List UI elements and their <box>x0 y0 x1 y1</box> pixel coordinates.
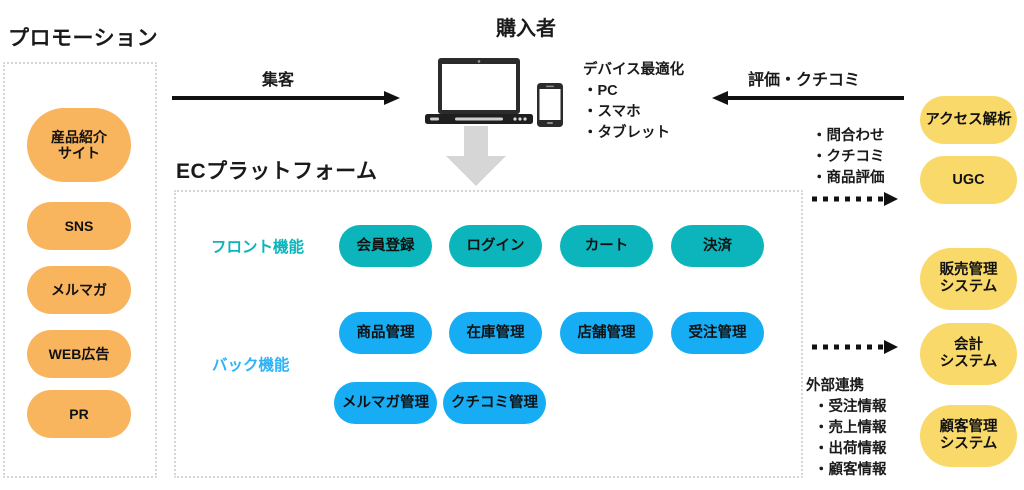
feedback-arrow-label: 評価・クチコミ <box>748 72 861 89</box>
back-group-label: バック機能 <box>212 357 290 374</box>
front-item-label: カート <box>584 237 629 254</box>
external-item-access-analytics[interactable]: アクセス解析 <box>920 96 1017 144</box>
front-item-payment[interactable]: 決済 <box>671 225 764 267</box>
promotion-item-web-ad[interactable]: WEB広告 <box>27 330 131 378</box>
feedback-item: ・商品評価 <box>812 170 885 187</box>
back-item-label: クチコミ管理 <box>451 394 538 411</box>
promotion-item-label: PR <box>69 405 89 422</box>
back-item-product-mgmt[interactable]: 商品管理 <box>339 312 432 354</box>
promotion-item-sns[interactable]: SNS <box>27 202 131 250</box>
external-item-label: アクセス解析 <box>925 111 1012 128</box>
back-item-label: 商品管理 <box>356 324 415 341</box>
front-item-signup[interactable]: 会員登録 <box>339 225 432 267</box>
buyer-title: 購入者 <box>496 18 556 40</box>
external-note-item: ・売上情報 <box>814 420 887 437</box>
feedback-item: ・問合わせ <box>812 128 885 144</box>
external-note-item: ・受注情報 <box>814 399 887 416</box>
external-item-sales-mgmt-system[interactable]: 販売管理 システム <box>920 248 1017 310</box>
promotion-title: プロモーション <box>8 27 159 50</box>
external-item-label: 販売管理 システム <box>939 262 998 295</box>
external-item-crm-system[interactable]: 顧客管理 システム <box>920 405 1017 467</box>
back-item-label: 受注管理 <box>688 324 747 341</box>
back-item-label: 在庫管理 <box>466 324 525 341</box>
back-item-order-mgmt[interactable]: 受注管理 <box>671 312 764 354</box>
promotion-item-pr[interactable]: PR <box>27 390 131 438</box>
external-note-item: ・出荷情報 <box>814 441 887 458</box>
promotion-item-label: WEB広告 <box>48 345 110 362</box>
back-item-label: 店舗管理 <box>577 324 636 341</box>
promotion-item-product-site[interactable]: 産品紹介 サイト <box>27 108 131 182</box>
front-group-label: フロント機能 <box>211 239 305 256</box>
promotion-item-label: メルマガ <box>51 281 107 298</box>
down-arrow-icon <box>440 126 512 188</box>
external-item-ugc[interactable]: UGC <box>920 156 1017 204</box>
inbound-arrow <box>172 90 400 106</box>
device-note-item: ・PC <box>583 83 618 100</box>
external-note-title: 外部連携 <box>806 378 864 394</box>
back-item-store-mgmt[interactable]: 店舗管理 <box>560 312 653 354</box>
external-note-item: ・顧客情報 <box>814 462 887 479</box>
device-optimization-note: デバイス最適化 ・PC ・スマホ ・タブレット <box>583 60 684 144</box>
feedback-arrow <box>712 90 904 106</box>
external-item-label: 顧客管理 システム <box>939 419 998 452</box>
inbound-arrow-label: 集客 <box>262 72 295 89</box>
front-item-label: 会員登録 <box>356 237 415 254</box>
external-item-label: 会計 システム <box>939 337 998 370</box>
back-item-mailmag-mgmt[interactable]: メルマガ管理 <box>334 382 437 424</box>
front-item-login[interactable]: ログイン <box>449 225 542 267</box>
platform-title: ECプラットフォーム <box>176 160 378 183</box>
front-item-label: 決済 <box>703 237 732 254</box>
laptop-icon <box>425 58 533 126</box>
promotion-item-label: 産品紹介 サイト <box>51 128 107 161</box>
device-note-item: ・タブレット <box>583 125 670 142</box>
promotion-item-mailmag[interactable]: メルマガ <box>27 266 131 314</box>
platform-container <box>174 190 803 478</box>
front-item-label: ログイン <box>466 237 525 254</box>
feedback-items: ・問合わせ ・クチコミ ・商品評価 <box>812 126 885 189</box>
external-item-accounting-system[interactable]: 会計 システム <box>920 323 1017 385</box>
back-item-label: メルマガ管理 <box>342 394 429 411</box>
device-note-item: ・スマホ <box>583 104 641 121</box>
dotted-arrow-upper <box>812 192 898 206</box>
front-item-cart[interactable]: カート <box>560 225 653 267</box>
feedback-item: ・クチコミ <box>812 149 885 166</box>
dotted-arrow-lower <box>812 340 898 354</box>
promotion-item-label: SNS <box>64 217 94 234</box>
device-note-title: デバイス最適化 <box>583 62 685 78</box>
external-item-label: UGC <box>952 171 985 188</box>
promotion-container <box>3 62 157 478</box>
smartphone-icon <box>537 83 563 127</box>
back-item-inventory-mgmt[interactable]: 在庫管理 <box>449 312 542 354</box>
back-item-review-mgmt[interactable]: クチコミ管理 <box>443 382 546 424</box>
external-link-note: 外部連携 ・受注情報 ・売上情報 ・出荷情報 ・顧客情報 <box>806 376 887 481</box>
